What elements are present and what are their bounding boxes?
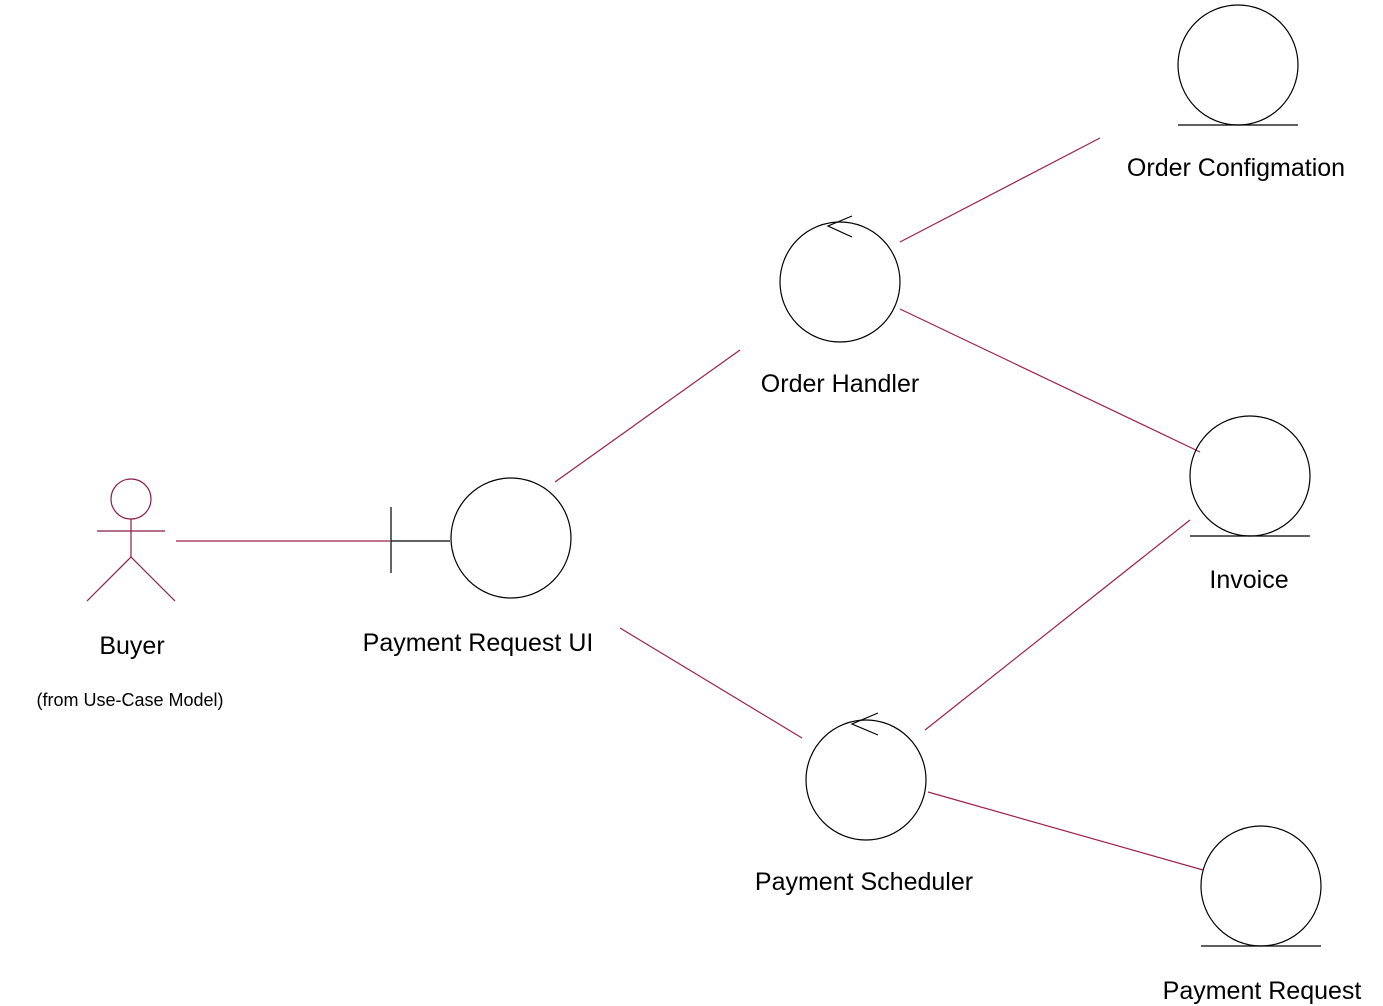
payment-request-ui-label: Payment Request UI xyxy=(363,629,594,657)
association-payment-scheduler-payment-request[interactable] xyxy=(927,791,1204,871)
associations xyxy=(176,137,1204,871)
order-handler-label: Order Handler xyxy=(761,370,919,398)
control-payment-scheduler[interactable]: Payment Scheduler xyxy=(755,712,973,896)
payment-request-label: Payment Request xyxy=(1163,977,1362,1005)
control-class-icon xyxy=(779,215,901,343)
entity-class-icon xyxy=(1200,825,1322,947)
association-order-handler-invoice[interactable] xyxy=(899,308,1201,453)
payment-scheduler-label: Payment Scheduler xyxy=(755,868,973,896)
entity-class-icon xyxy=(1189,415,1311,537)
actor-buyer[interactable]: Buyer (from Use-Case Model) xyxy=(36,478,224,710)
invoice-label: Invoice xyxy=(1209,566,1288,594)
actor-buyer-label: Buyer xyxy=(99,632,164,660)
association-payment-request-ui-order-handler[interactable] xyxy=(554,349,741,483)
control-class-icon xyxy=(805,712,927,841)
boundary-class-icon xyxy=(390,477,572,599)
association-payment-request-ui-payment-scheduler[interactable] xyxy=(619,627,803,739)
actor-buyer-note: (from Use-Case Model) xyxy=(36,690,223,710)
association-payment-scheduler-invoice[interactable] xyxy=(924,519,1191,731)
entity-order-confirmation[interactable]: Order Configmation xyxy=(1127,4,1345,182)
entity-class-icon xyxy=(1177,4,1299,126)
boundary-payment-request-ui[interactable]: Payment Request UI xyxy=(363,477,594,657)
association-order-handler-order-confirmation[interactable] xyxy=(899,137,1101,243)
entity-invoice[interactable]: Invoice xyxy=(1189,415,1311,594)
control-order-handler[interactable]: Order Handler xyxy=(761,215,919,398)
order-confirmation-label: Order Configmation xyxy=(1127,154,1345,182)
entity-payment-request[interactable]: Payment Request xyxy=(1163,825,1362,1005)
actor-stick-figure-icon xyxy=(86,478,176,602)
